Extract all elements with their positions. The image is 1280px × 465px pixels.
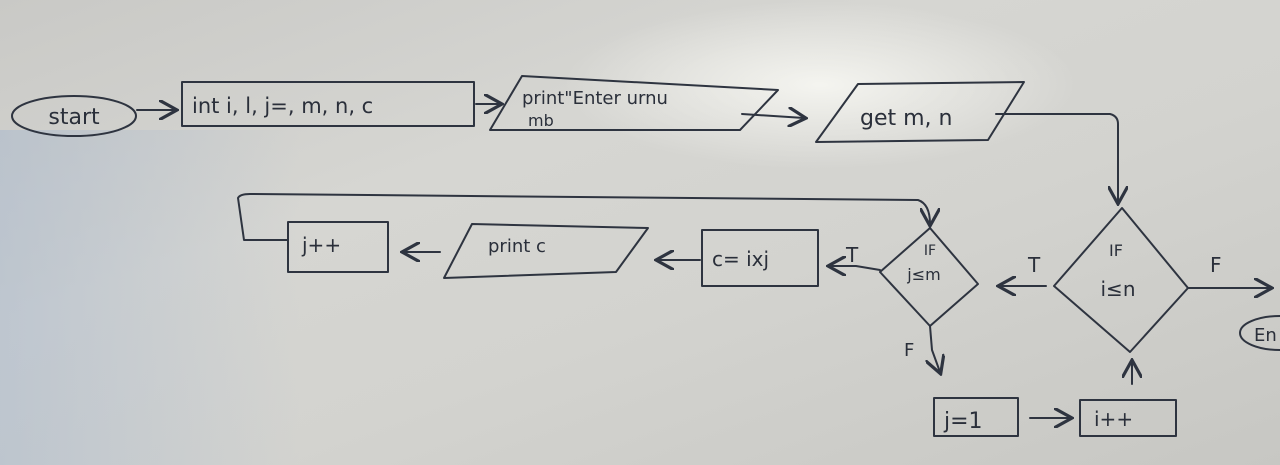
- set-j-box: [933, 397, 1019, 437]
- print-c-shape: [443, 223, 649, 279]
- assign-c-box: [701, 229, 819, 287]
- inner-true-label: T: [845, 243, 859, 267]
- inc-j-process: j++: [287, 221, 389, 273]
- input-shape: [815, 81, 1025, 143]
- inc-i-process: i++: [1079, 399, 1177, 437]
- outer-decision-if: IF: [1109, 241, 1123, 260]
- print-prompt-line1: print"Enter urnu: [522, 88, 668, 109]
- end-terminal: En: [1239, 315, 1280, 351]
- assign-c-process: c= ixj: [701, 229, 819, 287]
- start-terminal: start: [11, 95, 137, 137]
- outer-decision-expr: i≤n: [1101, 277, 1136, 301]
- arrow-input-outer-decision: [995, 113, 1118, 202]
- start-oval: [11, 95, 137, 137]
- end-label: En: [1254, 325, 1277, 346]
- print-prompt-io: print"Enter urnu mb: [489, 75, 779, 131]
- assign-c-label: c= ixj: [712, 247, 769, 271]
- outer-true-label: T: [1027, 253, 1041, 277]
- outer-decision-diamond: [1053, 207, 1189, 353]
- declare-process: int i, l, j=, m, n, c: [181, 81, 475, 127]
- print-prompt-shape: [489, 75, 779, 131]
- set-j-label: j=1: [943, 409, 983, 434]
- print-prompt-line2: mb: [528, 111, 554, 130]
- inner-decision-expr: j≤m: [906, 265, 940, 284]
- start-label: start: [48, 105, 100, 130]
- print-c-io: print c: [443, 223, 649, 279]
- arrow-inner-true-assign: [830, 266, 881, 270]
- declare-label: int i, l, j=, m, n, c: [192, 94, 373, 118]
- arrow-inner-false-setj: [930, 325, 940, 372]
- arrow-jinc-loopback: [237, 193, 930, 241]
- declare-box: [181, 81, 475, 127]
- inc-i-label: i++: [1094, 407, 1133, 431]
- inner-false-label: F: [904, 340, 914, 361]
- arrow-print-input: [741, 114, 804, 118]
- inc-j-box: [287, 221, 389, 273]
- inc-j-label: j++: [301, 233, 341, 257]
- input-io: get m, n: [815, 81, 1025, 143]
- outer-decision: IF i≤n: [1053, 207, 1189, 353]
- inner-decision: IF j≤m: [879, 227, 979, 327]
- set-j-process: j=1: [933, 397, 1019, 437]
- input-label: get m, n: [860, 106, 952, 131]
- print-c-label: print c: [488, 236, 546, 257]
- inc-i-box: [1079, 399, 1177, 437]
- outer-false-label: F: [1210, 253, 1222, 277]
- inner-decision-if: IF: [924, 243, 936, 259]
- end-oval: [1239, 315, 1280, 351]
